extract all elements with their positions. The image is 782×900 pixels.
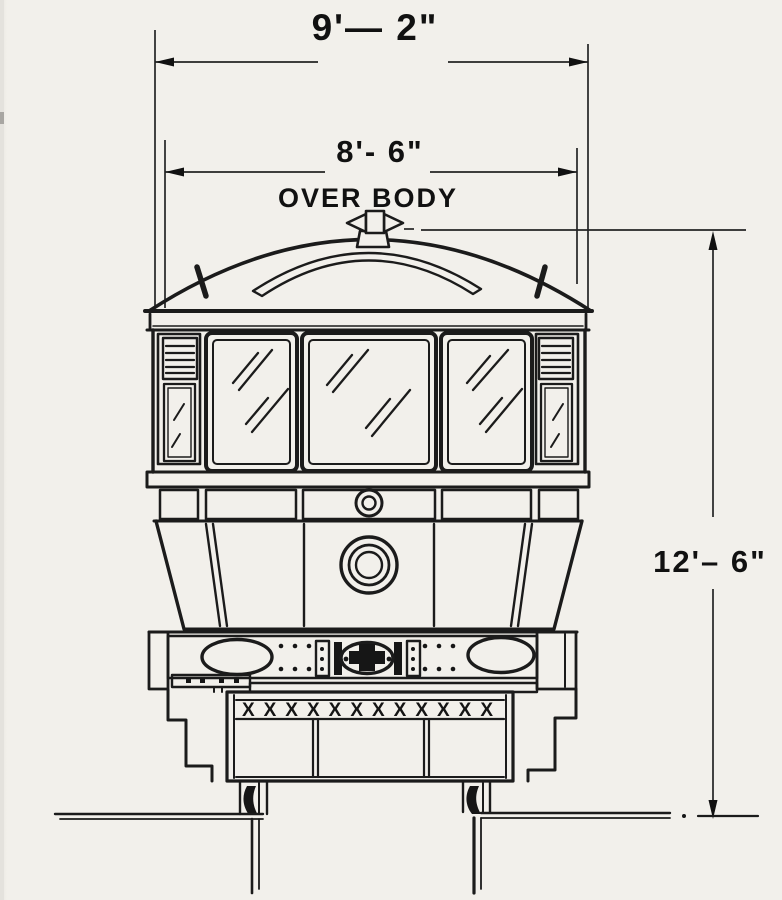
channel-rivets: [320, 647, 415, 671]
beam-end-left: [147, 630, 170, 691]
draft-channel-right: [405, 639, 422, 678]
window-2-center: [300, 331, 438, 473]
bracket-right: [526, 687, 578, 783]
dash-panel-posts: [302, 522, 436, 628]
anticlimber-lattice: XXXXXXXXXXXX: [242, 700, 502, 721]
anticlimber-skirt: XXXXXXXXXXXX: [225, 690, 515, 783]
letterboard: [143, 309, 594, 332]
trolley-harp-left: [345, 212, 368, 234]
wheels: [238, 779, 492, 816]
skirt-panel-dividers: [311, 717, 431, 779]
side-light: [539, 382, 574, 463]
roof-arc: [147, 237, 593, 313]
step-strip-bolts: [186, 678, 239, 683]
glass-reflection: [171, 403, 185, 448]
trolley-harp-right: [382, 212, 405, 234]
arrow-left-icon: [155, 57, 174, 67]
louver-box: [161, 336, 199, 381]
lower-body: [154, 519, 584, 631]
rivets: [278, 643, 456, 672]
dimension-annotations: 9'— 2" 8'- 6" OVER BODY 12'– 6": [154, 7, 767, 819]
side-light: [162, 382, 197, 463]
buffer-oval-left: [200, 637, 274, 677]
beam-end-right: [535, 630, 578, 691]
corner-post-left: [204, 522, 229, 628]
arrow-down-icon: [708, 800, 718, 819]
louver-box: [537, 336, 575, 381]
corner-post-right: [509, 522, 534, 628]
arrow-right-icon: [558, 167, 577, 177]
window-3: [439, 331, 534, 473]
dim-body-width: 8'- 6" OVER BODY: [164, 134, 578, 308]
overall-height-label: 12'– 6": [653, 544, 767, 579]
track: [53, 811, 760, 895]
louver-panel-right: [534, 332, 580, 466]
roof-vent-arc: [251, 251, 483, 298]
arrow-right-icon: [569, 57, 588, 67]
dim-overall-width: 9'— 2": [154, 7, 589, 308]
marker-lamp: [354, 488, 384, 518]
bumper-beam: [147, 630, 579, 691]
draft-channel-left: [314, 639, 331, 678]
wheel-flange: [243, 786, 258, 815]
over-body-caption: OVER BODY: [278, 183, 458, 213]
glass-reflection: [231, 348, 290, 434]
paper-edge: [0, 0, 4, 900]
wheel-left: [238, 779, 269, 816]
arrow-left-icon: [165, 167, 184, 177]
body-width-label: 8'- 6": [336, 134, 424, 169]
dim-overall-height: 12'– 6": [404, 228, 767, 819]
overall-width-label: 9'— 2": [312, 7, 439, 48]
louver-panel-left: [156, 332, 202, 466]
arrow-up-icon: [708, 231, 718, 250]
wheel-flange: [466, 786, 481, 814]
louver-slats: [540, 344, 572, 375]
glass-reflection: [550, 403, 564, 448]
glass-reflection: [465, 348, 524, 434]
trolley-base: [345, 209, 405, 249]
paper-edge-mark: [0, 112, 4, 124]
coupler-cross: [349, 644, 385, 671]
trolley-stand: [364, 209, 386, 235]
buffer-oval-right: [466, 635, 536, 675]
roof-stanchion-right: [534, 264, 548, 299]
step-strip: [170, 673, 252, 689]
belt-rail: [145, 470, 591, 489]
roof: [147, 237, 593, 313]
glass-reflection: [325, 348, 412, 438]
car-elevation: XXXXXXXXXXXX: [53, 209, 760, 895]
wheel-right: [461, 779, 492, 814]
mid-panel-row: [152, 488, 584, 523]
window-1: [204, 331, 299, 473]
roof-stanchion-left: [194, 264, 209, 299]
window-band: [151, 328, 587, 474]
body-sides: [151, 328, 587, 474]
louver-slats: [164, 344, 196, 375]
bracket-left: [166, 688, 214, 783]
